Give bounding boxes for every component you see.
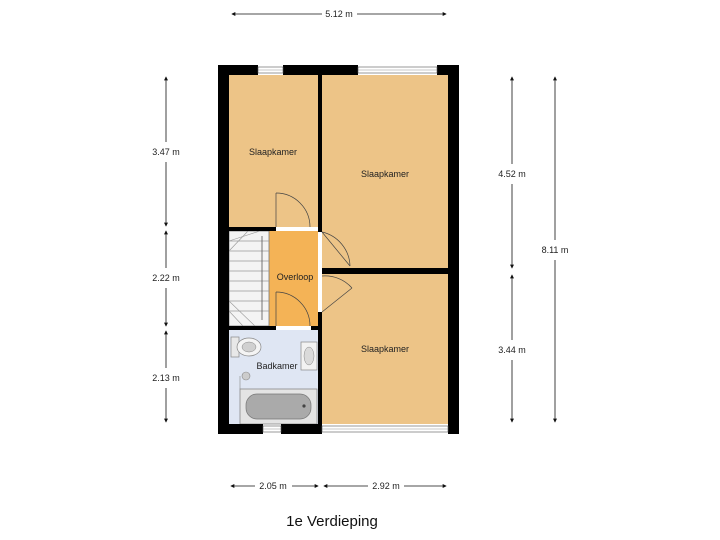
door-bathroom [275,291,311,330]
dimension-right-width: 2.92 m [372,481,400,491]
window-lines [258,69,448,430]
bedroom-top-right-floor [322,75,448,268]
room-label-bedroom-bottom-right: Slaapkamer [361,344,409,354]
shower-icon [239,371,251,389]
door-top-left-bedroom [275,192,318,231]
room-label-bedroom-top-left: Slaapkamer [249,147,297,157]
staircase [228,230,270,327]
bathtub-icon [239,388,318,425]
dimension-total-width: 5.12 m [325,9,353,19]
room-label-landing: Overloop [277,272,314,282]
room-label-bedroom-top-right: Slaapkamer [361,169,409,179]
door-bottom-right-bedroom [318,275,353,313]
dimension-right-bottom-height: 3.44 m [498,345,526,355]
bedroom-bottom-right-floor [322,274,448,424]
dimension-right-top-height: 4.52 m [498,169,526,179]
dimension-bathroom-height: 2.13 m [152,373,180,383]
dimension-lines [164,12,557,488]
toilet-icon [230,336,262,358]
dimension-landing-height: 2.22 m [152,273,180,283]
walls [218,65,459,434]
bedroom-top-left-floor [229,75,318,227]
room-label-bathroom: Badkamer [256,361,297,371]
dimension-left-bedroom-height: 3.47 m [152,147,180,157]
landing-floor [269,231,318,326]
dimension-total-height: 8.11 m [542,245,569,255]
door-top-right-bedroom [318,231,351,268]
dimension-left-width: 2.05 m [259,481,287,491]
floor-title: 1e Verdieping [286,513,378,530]
sink-icon [300,341,318,371]
